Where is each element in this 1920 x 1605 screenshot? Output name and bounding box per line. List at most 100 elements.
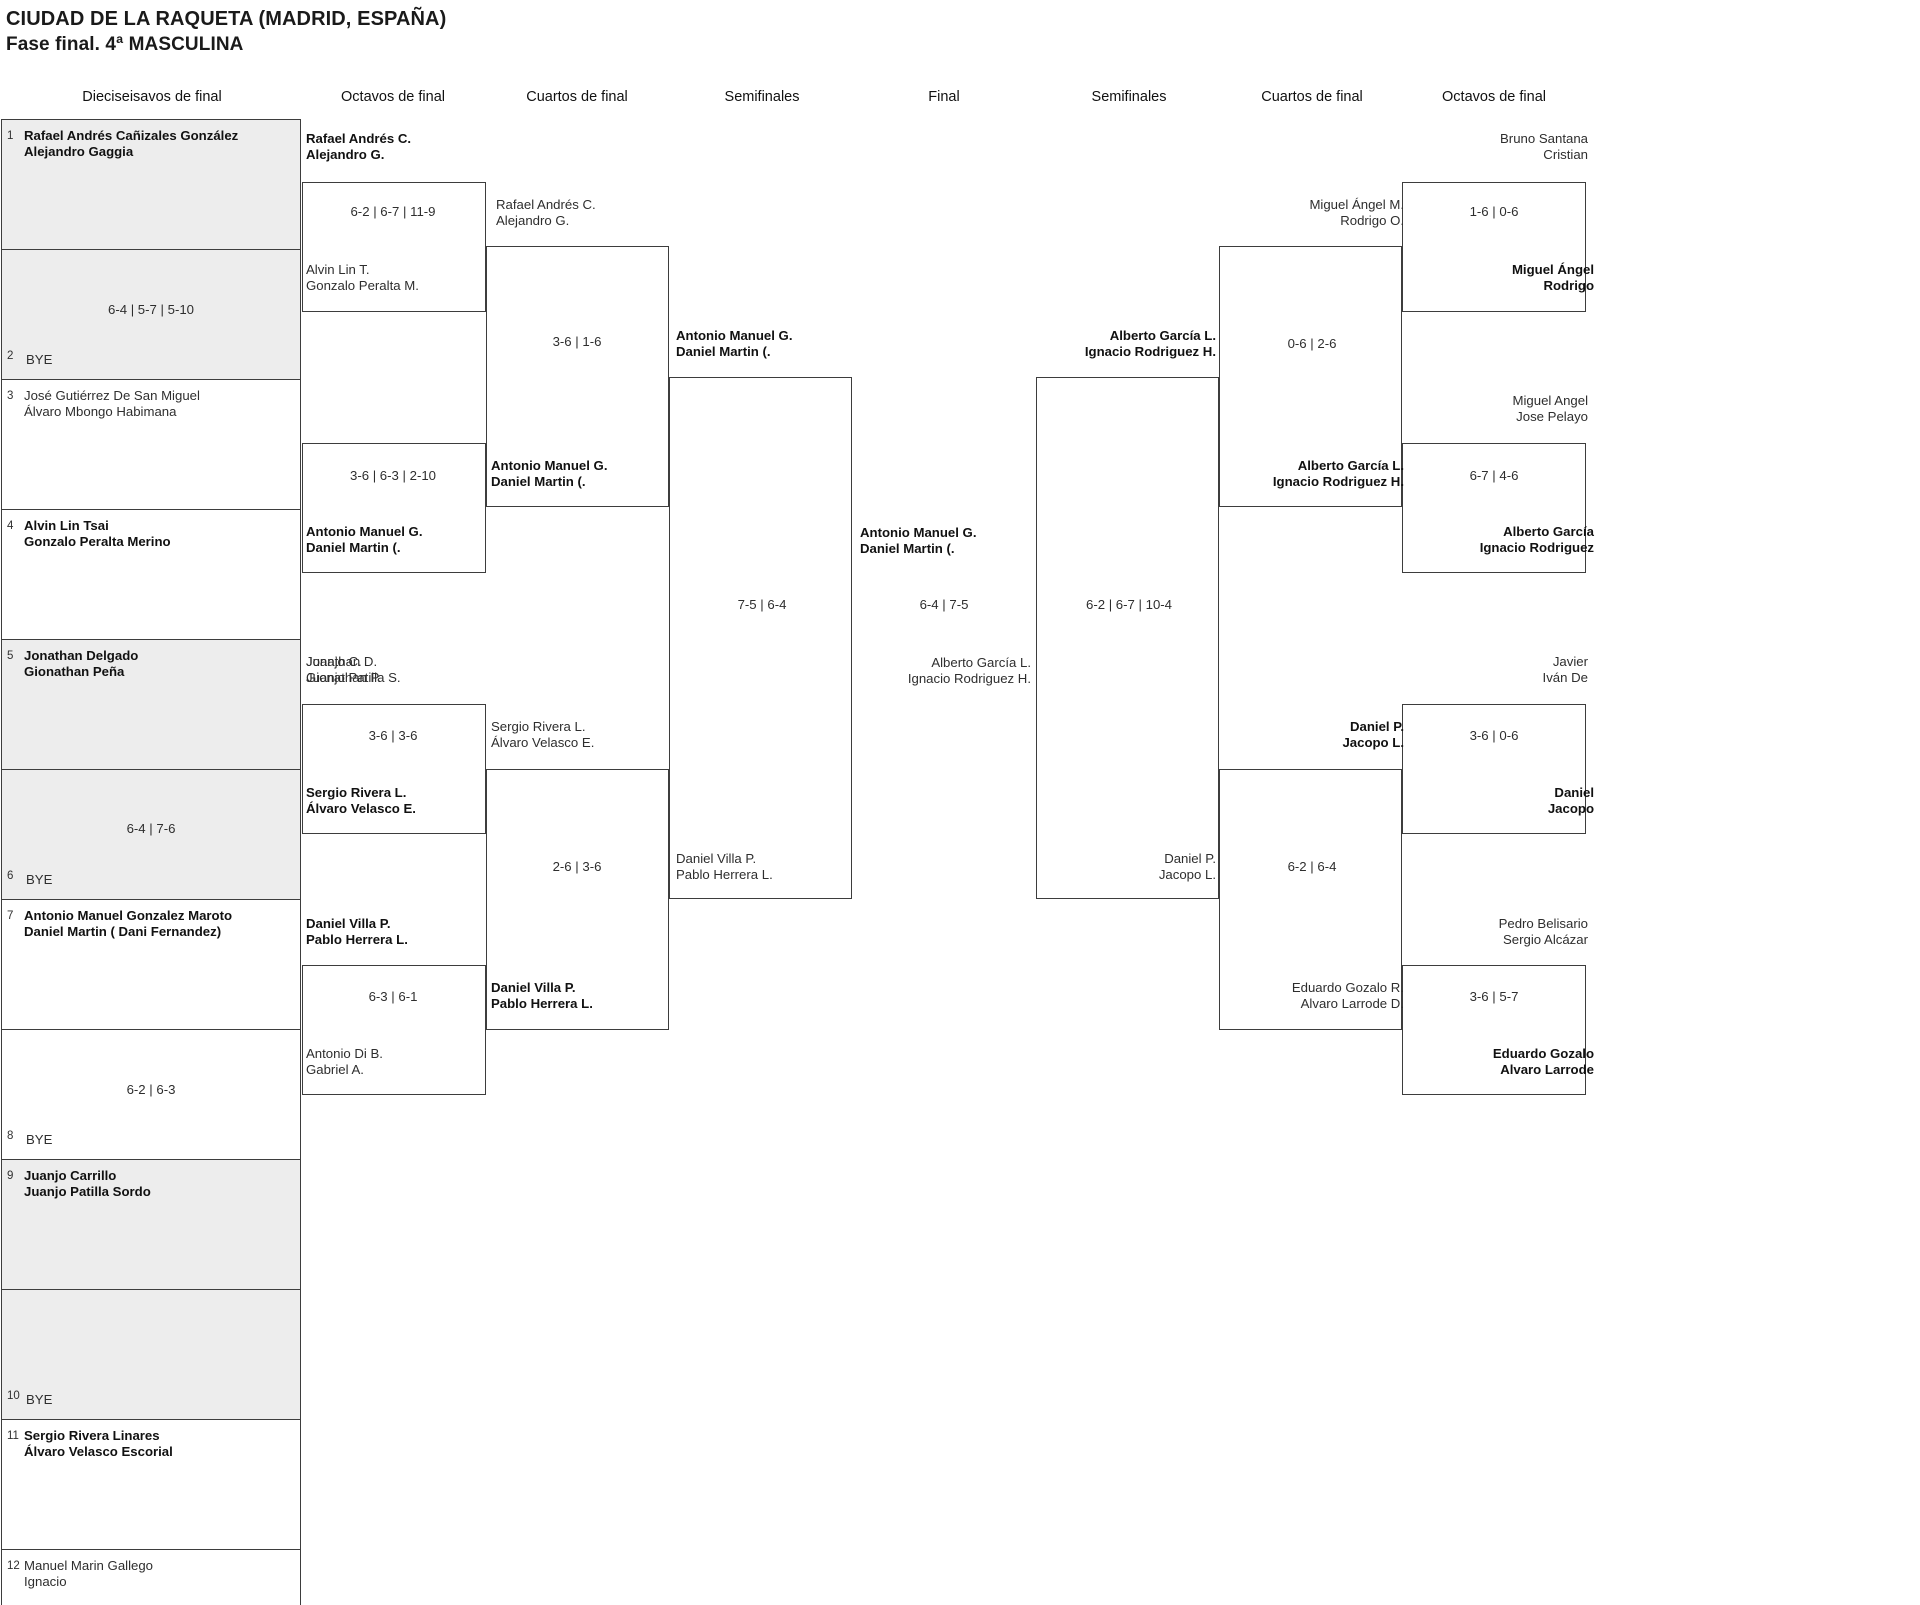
bracket-connector	[1402, 182, 1586, 312]
final-entry-right[interactable]: Alberto García L.Ignacio Rodriguez H.	[771, 655, 1031, 686]
player-1: Daniel Villa P.	[676, 851, 757, 866]
player-2: Daniel Martin (.	[676, 343, 771, 359]
octavos-entry[interactable]: Rafael Andrés C.Alejandro G.	[306, 131, 566, 162]
bracket-connector	[669, 377, 852, 899]
player-2: Rodrigo O.	[1340, 212, 1404, 228]
round-header-5: Semifinales	[1091, 89, 1167, 105]
cuartos-entry[interactable]: Daniel Villa P.Pablo Herrera L.	[491, 980, 751, 1011]
bracket-connector	[486, 246, 669, 507]
octavos-entry[interactable]: Antonio Di B.Gabriel A.	[306, 1046, 566, 1077]
round-header-0: Dieciseisavos de final	[82, 89, 222, 105]
octavos-entry[interactable]: Antonio Manuel G.Daniel Martin (.	[306, 524, 566, 555]
octavos-entry[interactable]: Alvin Lin T.Gonzalo Peralta M.	[306, 262, 566, 293]
semis-score: 6-2 | 6-7 | 10-4	[1085, 597, 1173, 612]
player-1: Alberto García L.	[1297, 458, 1404, 473]
seed-bye-label: BYE	[26, 1392, 53, 1407]
seed-bye-label: BYE	[26, 352, 53, 367]
player-1: Alberto García L.	[931, 655, 1031, 670]
match-score: 6-4 | 5-7 | 5-10	[107, 302, 195, 317]
round-header-6: Cuartos de final	[1261, 89, 1363, 105]
player-2: Pablo Herrera L.	[306, 931, 408, 947]
player-2: Jacopo	[1547, 800, 1594, 816]
octavos-entry[interactable]: Daniel Villa P.Pablo Herrera L.	[306, 916, 566, 947]
player-1: Sergio Rivera L.	[491, 719, 586, 734]
octavos-score: 3-6 | 5-7	[1469, 989, 1519, 1004]
final-score: 6-4 | 7-5	[919, 597, 969, 612]
player-2: Jacopo L.	[1342, 734, 1404, 750]
player-2: Ignacio Rodriguez	[1479, 539, 1594, 555]
round-header-2: Cuartos de final	[526, 89, 628, 105]
player-2: Gionathan Peña	[24, 663, 125, 679]
page-title: CIUDAD DE LA RAQUETA (MADRID, ESPAÑA) Fa…	[6, 6, 446, 58]
match-score: 6-2 | 6-3	[126, 1082, 176, 1097]
tournament-name: CIUDAD DE LA RAQUETA (MADRID, ESPAÑA)	[6, 8, 447, 30]
player-1: Jonathan Delgado	[24, 648, 139, 663]
seed-number: 1	[7, 130, 14, 142]
player-2: Cristian	[1543, 146, 1588, 162]
semis-entry[interactable]: Daniel Villa P.Pablo Herrera L.	[676, 851, 936, 882]
cuartos-entry[interactable]: Eduardo Gozalo R.Alvaro Larrode D.	[1144, 980, 1404, 1011]
player-1: José Gutiérrez De San Miguel	[24, 388, 200, 403]
cuartos-entry[interactable]: Alberto García L.Ignacio Rodriguez H.	[1144, 458, 1404, 489]
cuartos-entry[interactable]: Sergio Rivera L.Álvaro Velasco E.	[491, 719, 751, 750]
player-1: Alberto García L.	[1109, 328, 1216, 343]
round-header-3: Semifinales	[724, 89, 800, 105]
cuartos-score: 2-6 | 3-6	[552, 859, 602, 874]
cuartos-entry[interactable]: Miguel Ángel M.Rodrigo O.	[1144, 197, 1404, 228]
cuartos-entry[interactable]: Daniel P.Jacopo L.	[1144, 719, 1404, 750]
semis-entry[interactable]: Antonio Manuel G.Daniel Martin (.	[676, 328, 936, 359]
player-1: Miguel Angel	[1512, 393, 1588, 408]
octavos-entry[interactable]: Juanjo C.Juanjo Patilla S.	[306, 654, 566, 685]
player-1: Juanjo C.	[306, 654, 362, 669]
seed-number: 12	[7, 1560, 20, 1572]
cuartos-entry[interactable]: Antonio Manuel G.Daniel Martin (.	[491, 458, 751, 489]
seed-number: 10	[7, 1390, 20, 1402]
semis-entry[interactable]: Daniel P.Jacopo L.	[956, 851, 1216, 882]
octavos-score: 3-6 | 0-6	[1469, 728, 1519, 743]
player-2: Ignacio Rodriguez H.	[1272, 473, 1404, 489]
final-entry-left[interactable]: Antonio Manuel G.Daniel Martin (.	[860, 525, 1120, 556]
player-1: Daniel Villa P.	[306, 916, 391, 931]
octavos-entry[interactable]: Jonathan D.Gionathan P.	[306, 654, 566, 685]
bracket-connector	[302, 704, 486, 834]
player-2: Álvaro Velasco Escorial	[24, 1443, 173, 1459]
player-2: Ignacio Rodriguez H.	[907, 670, 1031, 686]
player-1: Daniel P.	[1164, 851, 1216, 866]
cuartos-score: 0-6 | 2-6	[1287, 336, 1337, 351]
cuartos-entry[interactable]: Rafael Andrés C.Alejandro G.	[496, 197, 756, 228]
octavos-entry[interactable]: Sergio Rivera L.Álvaro Velasco E.	[306, 785, 566, 816]
bracket-connector	[1402, 704, 1586, 834]
semis-entry[interactable]: Alberto García L.Ignacio Rodriguez H.	[956, 328, 1216, 359]
octavos-score: 1-6 | 0-6	[1469, 204, 1519, 219]
seed-number: 7	[7, 910, 14, 922]
player-2: Alejandro G.	[496, 212, 570, 228]
player-2: Gonzalo Peralta M.	[306, 277, 419, 293]
seed-number: 3	[7, 390, 14, 402]
octavos-score: 6-7 | 4-6	[1469, 468, 1519, 483]
seed-cell[interactable]: 10 BYE	[2, 1290, 300, 1420]
player-1: Daniel	[1554, 785, 1594, 800]
